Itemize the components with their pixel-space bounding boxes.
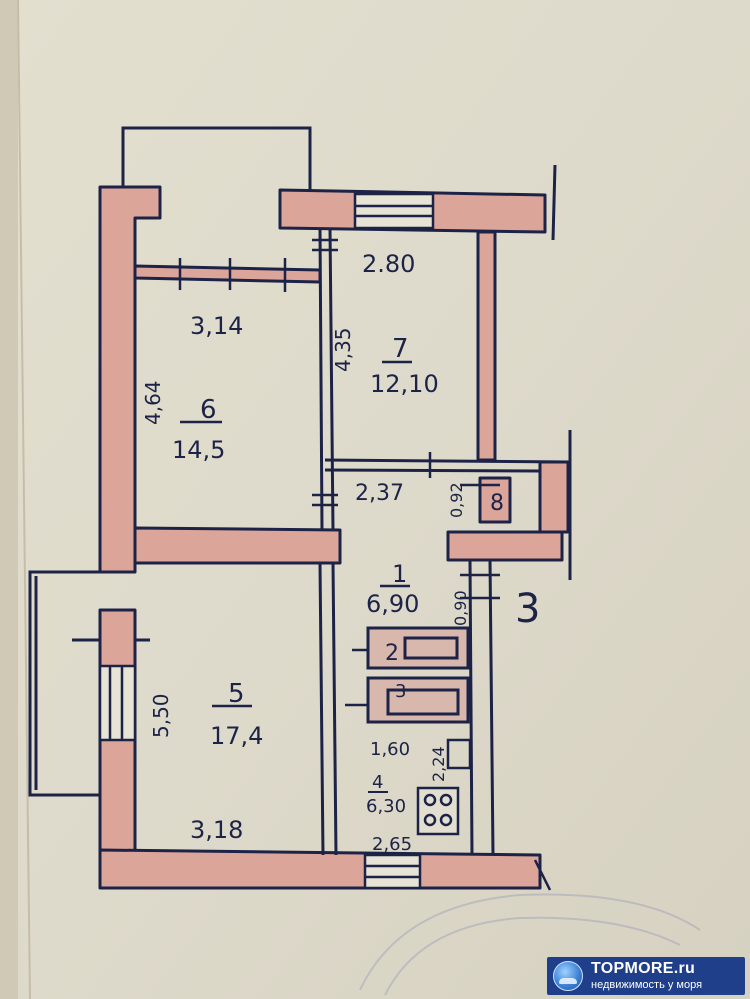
window-south [363, 853, 422, 890]
room-5-number: 5 [228, 679, 245, 709]
fixture-sink-kitchen [446, 738, 472, 770]
labels: 7 12,10 6 14,5 1 6,90 5 17,4 4 6,30 2 3 … [141, 250, 540, 855]
partitions [318, 164, 572, 856]
room-4-number: 4 [372, 772, 383, 793]
wall-partition-6 [133, 264, 322, 284]
wall-south [98, 848, 542, 890]
dim-room5-width: 3,18 [190, 816, 243, 844]
balcony-top [121, 126, 312, 192]
dim-kitchen-depth: 1,60 [370, 739, 410, 760]
paper-left-strip [0, 0, 18, 999]
wall-shaft [478, 476, 512, 524]
wall-bath-side [538, 460, 570, 534]
room-6-area: 14,5 [172, 436, 225, 464]
dim-room6-length: 4,64 [141, 380, 165, 425]
paper-fold-line [17, 0, 31, 999]
room-7-area: 12,10 [370, 370, 439, 398]
room-4-area: 6,30 [366, 796, 406, 817]
fixture-stove [416, 786, 460, 836]
wall-mid-horizontal [133, 526, 342, 565]
dim-kitchen-width: 2,65 [372, 834, 412, 855]
window-north [353, 192, 435, 230]
room-3-number: 3 [395, 681, 406, 702]
wall-bath [446, 530, 564, 562]
room-1-area: 6,90 [366, 590, 419, 618]
dim-room5-length: 5,50 [149, 693, 173, 738]
wall-west-upper [98, 185, 162, 574]
room-2-number: 2 [385, 641, 399, 666]
dim-room7-width: 2.80 [362, 250, 415, 278]
room-6-number: 6 [200, 395, 217, 425]
watermark-badge: TOPMORE.ru недвижимость у моря [547, 957, 745, 995]
section-mark: 3 [515, 586, 540, 632]
fixture-sink [366, 676, 470, 724]
fixture-bath [366, 626, 470, 670]
room-5-area: 17,4 [210, 722, 263, 750]
room-8-number: 8 [490, 491, 504, 516]
dim-kitchen-side: 2,24 [429, 746, 448, 782]
globe-icon [553, 961, 583, 991]
dim-room7-length: 4,35 [331, 327, 355, 372]
dim-room8-width: 0,92 [447, 482, 466, 518]
stamp-mark [359, 893, 701, 996]
watermark-title: TOPMORE.ru [591, 960, 696, 977]
watermark-text: TOPMORE.ru недвижимость у моря [591, 961, 702, 991]
room-7-number: 7 [392, 334, 409, 364]
dim-room6-width: 3,14 [190, 312, 243, 340]
window-west [98, 664, 137, 742]
paper-sheet [18, 0, 750, 999]
room-1-number: 1 [392, 560, 407, 588]
dim-hall-width: 2,37 [355, 481, 404, 506]
wall-partition-7 [476, 230, 497, 462]
watermark-subtitle: недвижимость у моря [591, 979, 703, 991]
dim-corridor-width: 0,90 [451, 590, 470, 626]
